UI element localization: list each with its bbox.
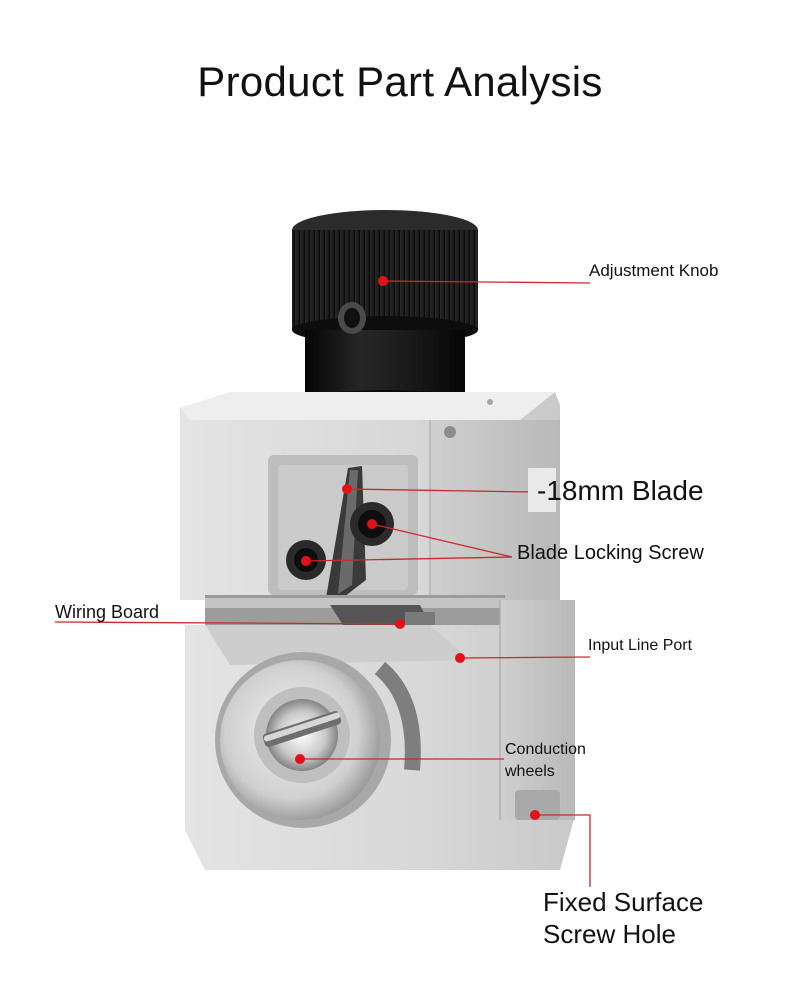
leader-lines [54, 280, 591, 887]
input-port-marker [455, 653, 465, 663]
blade-label: -18mm Blade [537, 475, 704, 506]
upper-housing [180, 392, 560, 600]
wiring-board-label: Wiring Board [55, 602, 160, 622]
adjustment-knob-label: Adjustment Knob [589, 261, 719, 280]
blade-leader-line [346, 488, 534, 493]
locking-screw-marker-1 [367, 519, 377, 529]
fixed-surface-screw-hole-label: Fixed Surface Screw Hole [543, 886, 703, 950]
locking-screw-leader-line-2 [305, 556, 513, 562]
blade-label-highlight [528, 468, 556, 512]
blade-locking-screw-label: Blade Locking Screw [517, 542, 704, 564]
conduction-wheels-label: Conduction wheels [505, 739, 586, 783]
conduction-marker [295, 754, 305, 764]
locking-screw-marker-2 [301, 556, 311, 566]
knob-leader-line [382, 280, 591, 284]
knob-marker [378, 276, 388, 286]
fixed-surface-label-line2: Screw Hole [543, 919, 676, 949]
page-title: Product Part Analysis [197, 58, 603, 105]
wiring-marker [395, 619, 405, 629]
wiring-board [205, 595, 505, 628]
blade-marker [342, 484, 352, 494]
conduction-wheels-label-line2: wheels [505, 763, 555, 780]
input-port-leader-line [459, 656, 591, 659]
adjustment-knob [292, 210, 478, 413]
markers [295, 276, 540, 820]
conduction-wheels-label-line1: Conduction [505, 741, 586, 758]
fixed-surface-marker [530, 810, 540, 820]
locking-screw-leader-line-1 [371, 523, 513, 558]
conduction-wheel [215, 652, 421, 828]
fixed-surface-label-line1: Fixed Surface [543, 887, 704, 917]
fixed-surface-leader-line [535, 814, 591, 887]
input-line-port-label: Input Line Port [588, 637, 693, 654]
wiring-leader-line [54, 621, 401, 625]
